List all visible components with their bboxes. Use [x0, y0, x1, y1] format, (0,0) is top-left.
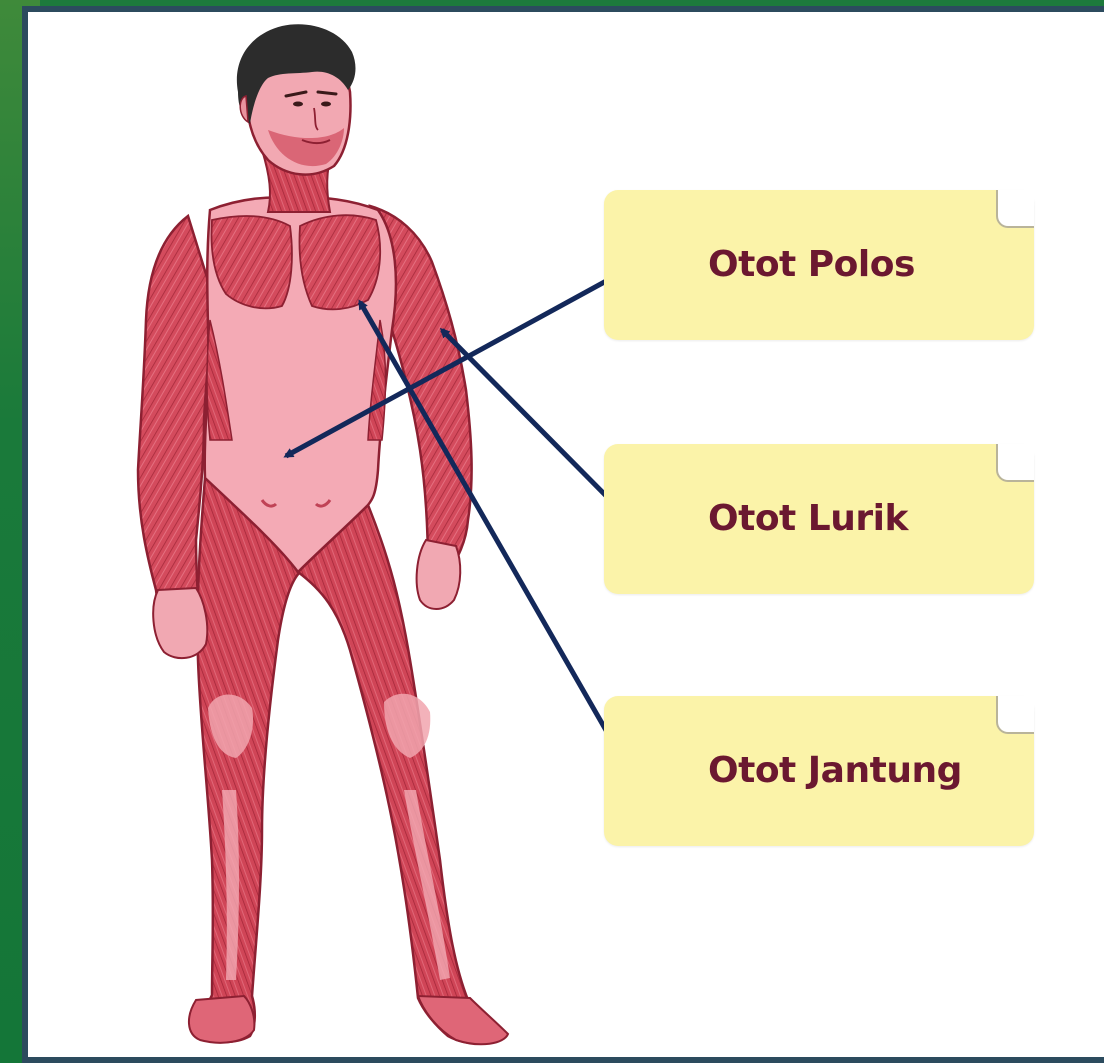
human-muscular-figure-icon [138, 24, 508, 1044]
label-card-otot-jantung: Otot Jantung [604, 696, 1034, 846]
page-fold-icon [996, 444, 1034, 482]
label-card-otot-lurik: Otot Lurik [604, 444, 1034, 594]
label-card-otot-polos: Otot Polos [604, 190, 1034, 340]
label-otot-polos: Otot Polos [708, 190, 915, 340]
page-fold-icon [996, 190, 1034, 228]
page-fold-icon [996, 696, 1034, 734]
label-otot-lurik: Otot Lurik [708, 444, 908, 594]
label-otot-jantung: Otot Jantung [708, 696, 962, 846]
